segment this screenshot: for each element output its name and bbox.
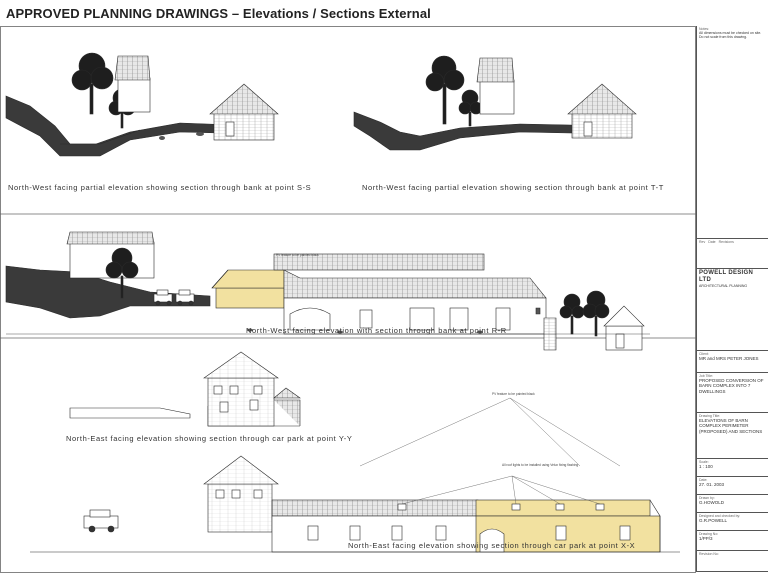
outbuilding-rr [603, 305, 645, 351]
rail-note: PV feature to be painted black [276, 253, 319, 257]
drawn-heading: Drawn by: [699, 496, 715, 500]
rooflight-note: All roof lights to be installed using Ve… [502, 463, 579, 467]
house-ss [117, 77, 151, 113]
date-heading: Date: [699, 478, 708, 482]
title-block: Notes: All dimensions must be checked on… [696, 26, 768, 572]
drawing-no-value: 1/PP/3 [699, 536, 713, 541]
drawn-cell: Drawn by: G.HOWOLD [696, 494, 768, 512]
rev-col-revision: Revisions [718, 240, 734, 244]
client-heading: Client: [699, 352, 709, 356]
section-xx [30, 397, 680, 553]
drawing-title-heading: Drawing Title: [699, 414, 721, 418]
revision-no-cell: Revision No: [696, 550, 768, 572]
drawing-title-value: ELEVATIONS OF BARN COMPLEX PERIMETER (PR… [699, 418, 763, 434]
elevation-drawing [0, 26, 696, 573]
caption-ss: North-West facing partial elevation show… [8, 183, 312, 192]
firm-sub: ARCHITECTURAL PLANNING [699, 284, 748, 289]
leader-lines [359, 397, 621, 505]
tree-tt-2 [458, 89, 483, 127]
firm-cell: POWELL DESIGN LTD ARCHITECTURAL PLANNING [696, 268, 768, 350]
scale-heading: Scale: [699, 460, 709, 464]
section-ss [5, 52, 279, 157]
scale-cell: Scale: 1 : 100 [696, 458, 768, 476]
tree-tt-1 [425, 55, 465, 125]
barn-tt [567, 83, 637, 139]
cars-rr [153, 289, 195, 306]
caption-yy: North-East facing elevation showing sect… [66, 434, 353, 443]
tree-ss-1 [71, 52, 114, 115]
date-cell: Date: 27. 01. 2003 [696, 476, 768, 494]
firm-name: POWELL DESIGN LTD [699, 270, 754, 284]
caption-tt: North-West facing partial elevation show… [362, 183, 664, 192]
caption-rr: North-West facing elevation with section… [246, 326, 507, 335]
checked-value: G.R.POWELL [699, 518, 728, 523]
jobtitle-cell: Job Title: PROPOSED CONVERSION OF BARN C… [696, 372, 768, 412]
section-tt [353, 55, 637, 151]
drawing-no-cell: Drawing No: 1/PP/3 [696, 530, 768, 550]
section-yy [69, 351, 301, 427]
revision-no-heading: Revision No: [699, 552, 719, 556]
checked-cell: Designed and checked by: G.R.POWELL [696, 512, 768, 530]
rev-col-rev: Rev [699, 240, 706, 244]
checked-heading: Designed and checked by: [699, 514, 741, 518]
jobtitle-value: PROPOSED CONVERSION OF BARN COMPLEX INTO… [699, 378, 764, 394]
tree-rr-1 [105, 247, 139, 299]
caption-xx: North-East facing elevation showing sect… [348, 541, 636, 550]
date-value: 27. 01. 2003 [699, 482, 725, 487]
highlighted-wing-xx [475, 499, 661, 553]
barn-xx [271, 499, 479, 553]
drawing-no-heading: Drawing No: [699, 532, 719, 536]
jobtitle-heading: Job Title: [699, 374, 714, 378]
section-rr [5, 231, 650, 351]
client-value: MR and MRS PETER JONES [699, 356, 759, 361]
drawn-value: G.HOWOLD [699, 500, 725, 505]
main-barn-rr [273, 253, 547, 335]
house-yy [207, 377, 275, 427]
barn-ss [209, 83, 279, 141]
tree-rr-2 [559, 290, 610, 337]
highlighted-wing-rr [211, 269, 285, 309]
drawing-title-cell: Drawing Title: ELEVATIONS OF BARN COMPLE… [696, 412, 768, 458]
notes-heading: Notes: [699, 27, 710, 31]
scale-value: 1 : 100 [699, 464, 713, 469]
page-title: APPROVED PLANNING DRAWINGS – Elevations … [6, 6, 431, 21]
rail-note-2: PV feature to be painted black [492, 392, 535, 396]
rev-col-date: Date [708, 240, 716, 244]
revisions-cell: Rev Date Revisions [696, 238, 768, 268]
client-cell: Client: MR and MRS PETER JONES [696, 350, 768, 372]
sheet-frame [0, 26, 696, 573]
notes-cell: Notes: All dimensions must be checked on… [696, 26, 768, 238]
notes-text: All dimensions must be checked on site. … [699, 31, 762, 40]
